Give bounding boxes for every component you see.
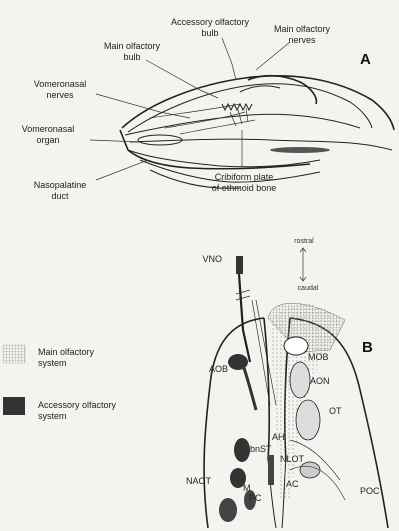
legend-swatch-accessory (3, 397, 25, 415)
orientation-indicator: rostral caudal (294, 238, 318, 292)
label-nasopalatine-duct-line1: Nasopalatine (34, 180, 87, 190)
orientation-rostral: rostral (294, 238, 314, 245)
label-cribiform-plate-line2: of ethmoid bone (212, 183, 277, 193)
legend-accessory-line2: system (38, 411, 67, 421)
label-vomeronasal-nerves: Vomeronasal nerves (34, 79, 87, 100)
label-vomeronasal-organ-line2: organ (36, 135, 59, 145)
orientation-arrow-icon (300, 248, 306, 281)
label-main-olfactory-bulb: Main olfactory bulb (104, 41, 161, 62)
legend: Main olfactory system Accessory olfactor… (3, 345, 117, 421)
label-main-olfactory-nerves: Main olfactory nerves (274, 24, 331, 45)
label-ot: OT (329, 406, 342, 416)
label-pc: PC (249, 493, 262, 503)
label-main-olfactory-nerves-line1: Main olfactory (274, 24, 331, 34)
label-poc: POC (360, 486, 380, 496)
label-ah: AH (272, 432, 285, 442)
label-vomeronasal-organ-line1: Vomeronasal (22, 124, 75, 134)
label-vomeronasal-organ: Vomeronasal organ (22, 124, 75, 145)
label-aon: AON (310, 376, 330, 386)
label-vomeronasal-nerves-line1: Vomeronasal (34, 79, 87, 89)
legend-swatch-main (3, 345, 25, 363)
label-ac: AC (286, 479, 299, 489)
label-naot: NAOT (186, 476, 212, 486)
panel-a: A (22, 17, 394, 201)
label-accessory-olfactory-bulb-line2: bulb (201, 28, 218, 38)
label-aob: AOB (209, 364, 228, 374)
panel-a-letter: A (360, 51, 371, 68)
label-nasopalatine-duct: Nasopalatine duct (34, 180, 87, 201)
label-cribiform-plate: Cribiform plate of ethmoid bone (212, 172, 277, 193)
label-vomeronasal-nerves-line2: nerves (46, 90, 74, 100)
orientation-caudal: caudal (298, 285, 319, 292)
panel-a-leader-lines (90, 38, 290, 180)
legend-accessory-line1: Accessory olfactory (38, 400, 117, 410)
panel-b-letter: B (362, 339, 373, 356)
vno-shape (236, 256, 243, 274)
label-accessory-olfactory-bulb-line1: Accessory olfactory (171, 17, 250, 27)
label-main-olfactory-nerves-line2: nerves (288, 35, 316, 45)
label-mob: MOB (308, 352, 329, 362)
vno-pathway (236, 256, 276, 405)
label-nlot: NLOT (280, 454, 305, 464)
label-accessory-olfactory-bulb: Accessory olfactory bulb (171, 17, 250, 38)
label-main-olfactory-bulb-line2: bulb (123, 52, 140, 62)
label-main-olfactory-bulb-line1: Main olfactory (104, 41, 161, 51)
label-nasopalatine-duct-line2: duct (51, 191, 69, 201)
legend-main-line2: system (38, 358, 67, 368)
label-vno: VNO (202, 254, 222, 264)
label-cribiform-plate-line1: Cribiform plate (215, 172, 274, 182)
panel-b: B rostral caudal Main olfactory system A… (3, 238, 388, 528)
label-bnst: bnST (250, 444, 272, 454)
label-m: M (243, 483, 251, 493)
legend-main-line1: Main olfactory (38, 347, 95, 357)
